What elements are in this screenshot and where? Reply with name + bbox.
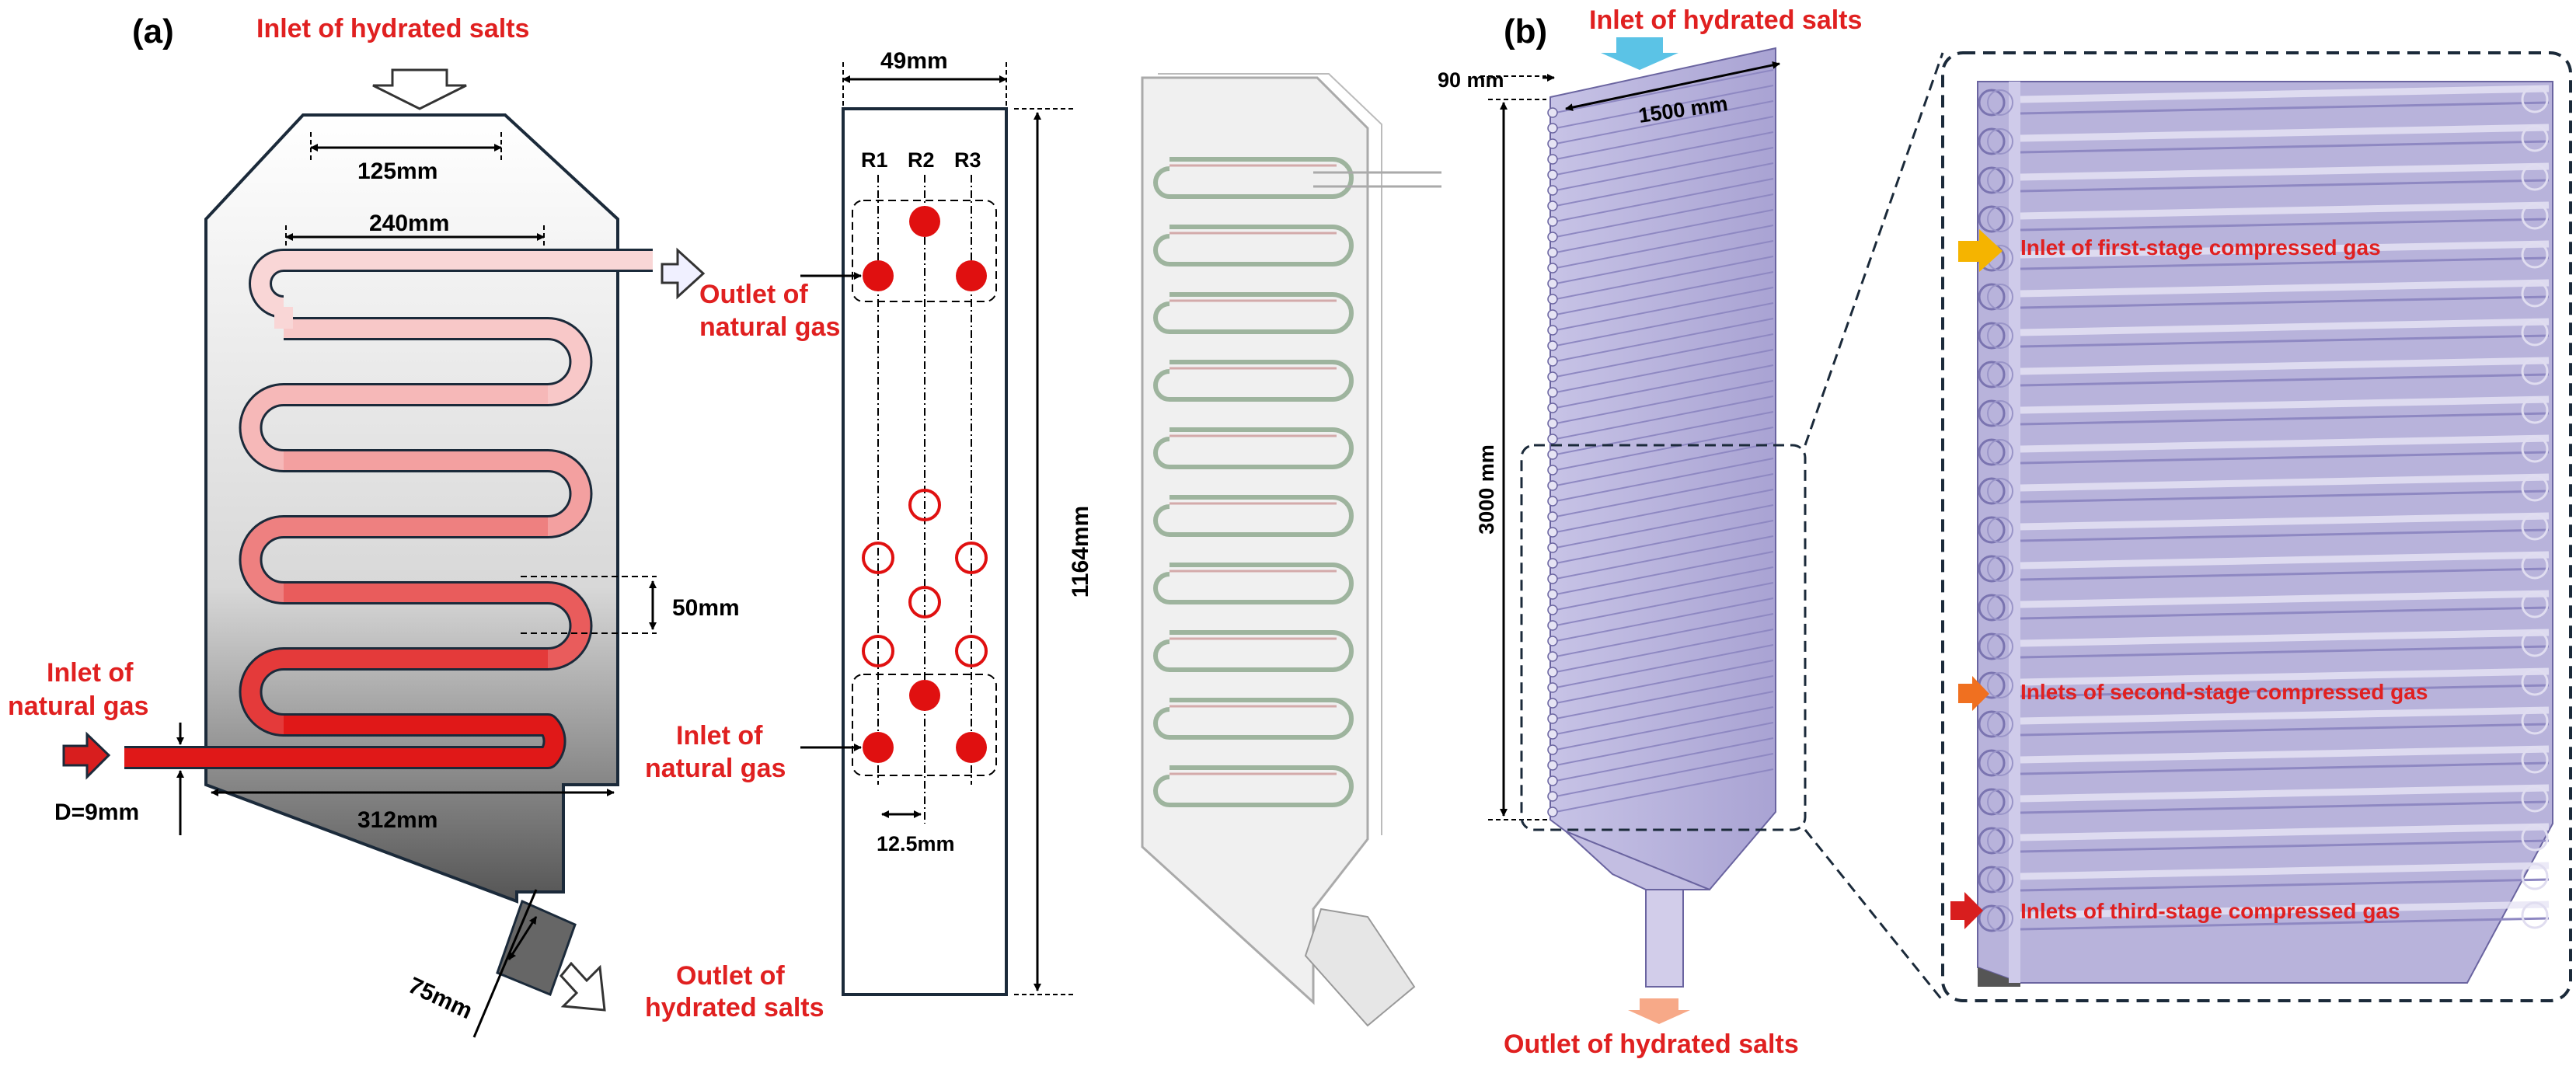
inlet-hydrated-salts-label-a: Inlet of hydrated salts <box>256 14 529 44</box>
inlet-natural-gas-left-2: natural gas <box>8 692 148 721</box>
dim-12-5mm: 12.5mm <box>877 832 955 855</box>
inlet-natural-gas-left-1: Inlet of <box>47 658 134 688</box>
dim-240mm: 240mm <box>369 211 449 236</box>
first-stage-arrow <box>1958 229 2003 272</box>
inlet-natural-gas-mid-2: natural gas <box>645 754 786 783</box>
zoom-tubes <box>1978 85 2550 932</box>
outlet-group-box <box>852 200 997 302</box>
purple-reactor <box>1549 47 1776 988</box>
dim-75mm: 75mm <box>404 973 476 1025</box>
outlet-natural-gas-label-2: natural gas <box>699 312 840 342</box>
dim-49mm: 49mm <box>880 48 948 74</box>
dim-90mm: 90 mm <box>1438 68 1504 92</box>
row-label-r1: R1 <box>861 148 888 172</box>
gray-coils <box>1153 157 1441 807</box>
panel-b-label: (b) <box>1504 12 1547 51</box>
inlet-arrow-a <box>372 68 467 110</box>
purple-tubes <box>1547 69 1774 817</box>
dim-d-9mm: D=9mm <box>54 800 139 825</box>
outlet-arrow-b <box>1628 998 1690 1024</box>
tube-cross-sections <box>862 206 988 763</box>
row-label-r3: R3 <box>954 148 981 172</box>
inlet-group-box <box>852 674 997 776</box>
dim-50mm: 50mm <box>672 595 740 621</box>
outlet-hydrated-salts-label-2: hydrated salts <box>645 993 824 1022</box>
row-label-r2: R2 <box>908 148 935 172</box>
third-stage-arrow <box>1950 892 1983 929</box>
gray-3d-model <box>1141 73 1416 1027</box>
dim-125mm: 125mm <box>357 159 437 184</box>
outlet-hydrated-salts-label-b: Outlet of hydrated salts <box>1504 1029 1799 1059</box>
first-stage-label: Inlet of first-stage compressed gas <box>2020 235 2381 260</box>
inlet-arrow-b <box>1601 37 1678 70</box>
outlet-duct-a <box>496 899 577 996</box>
outlet-arrow-tube <box>661 247 706 300</box>
inlet-natural-gas-mid-1: Inlet of <box>676 721 763 751</box>
second-stage-label: Inlets of second-stage compressed gas <box>2020 680 2428 704</box>
inlet-arrow-ng-left <box>62 731 111 780</box>
dim-312mm: 312mm <box>357 807 437 833</box>
outlet-hydrated-salts-label-1: Outlet of <box>676 961 785 991</box>
outlet-natural-gas-label-1: Outlet of <box>699 280 808 309</box>
serpentine-tube <box>124 249 653 769</box>
zoom-selection-box <box>1520 444 1807 831</box>
second-stage-arrow <box>1958 676 1989 711</box>
reactor-body-a <box>204 113 619 904</box>
row-centerlines <box>877 175 972 824</box>
outlet-arrow-hydrated-salts-a <box>559 961 606 1012</box>
dim-3000mm: 3000 mm <box>1475 444 1498 535</box>
dim-1164mm: 1164mm <box>1068 506 1093 597</box>
third-stage-label: Inlets of third-stage compressed gas <box>2020 899 2400 923</box>
inlet-hydrated-salts-label-b: Inlet of hydrated salts <box>1589 5 1862 35</box>
panel-a-label: (a) <box>132 12 174 51</box>
